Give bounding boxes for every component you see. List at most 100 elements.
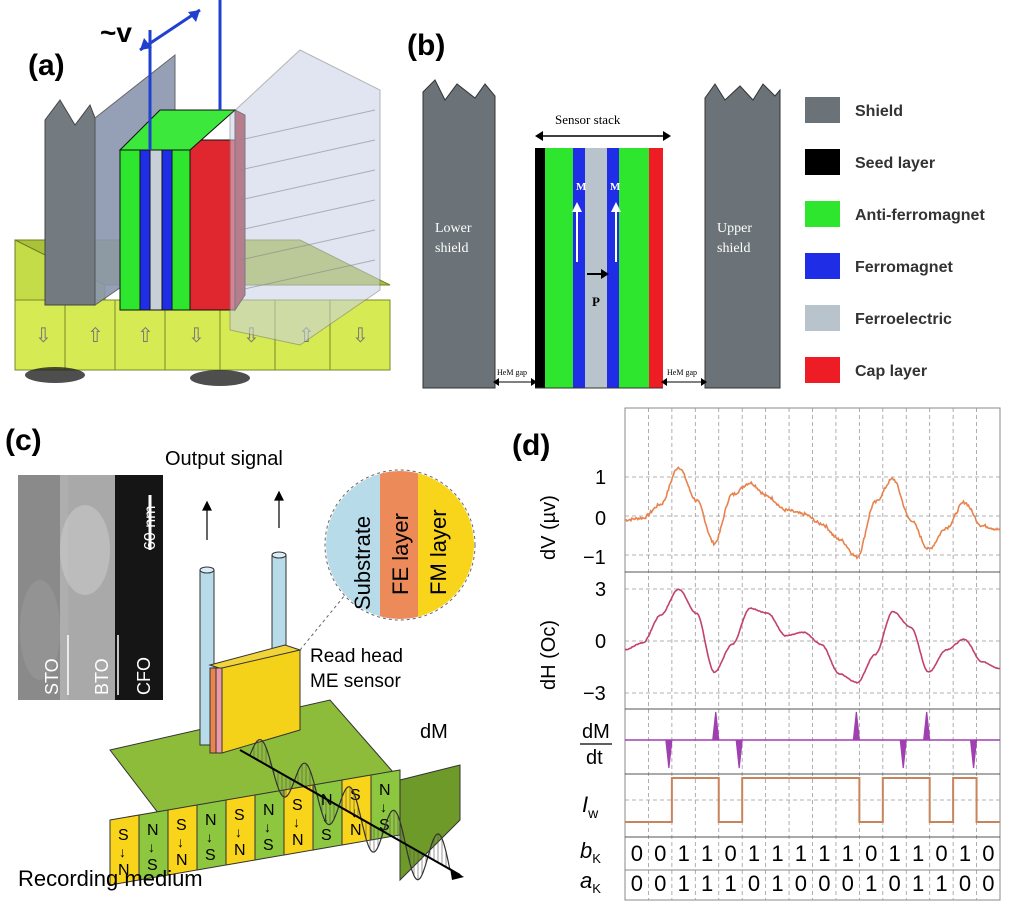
recording-medium-label: Recording medium — [18, 866, 203, 891]
upper-shield-icon — [704, 83, 781, 389]
ak-bit: 0 — [654, 871, 666, 896]
legend-label: Anti-ferromagnet — [855, 207, 985, 224]
bit-arrow: ↓ — [264, 819, 271, 835]
dv-tick-0: 0 — [595, 508, 606, 530]
tem-cfo: CFO — [134, 657, 154, 695]
bit-pole-top: N — [379, 782, 391, 799]
panel-b: (b) Lower shield Upper shield M M P — [395, 0, 1024, 400]
lower-shield-label-1: Lower — [435, 221, 472, 236]
bk-bit: 1 — [959, 841, 971, 866]
gap-label-left: HeM gap — [497, 368, 527, 377]
bit-pole-bottom: N — [176, 852, 188, 869]
legend-swatch — [805, 201, 840, 227]
right-shield-icon — [229, 49, 381, 346]
bk-bit: 0 — [724, 841, 736, 866]
p-label: P — [592, 294, 600, 309]
m-label-left: M — [576, 181, 587, 193]
bit-pole-bottom: N — [234, 842, 246, 859]
bk-bit: 1 — [818, 841, 830, 866]
ak-bit: 0 — [959, 871, 971, 896]
bit-pole-bottom: S — [263, 837, 274, 854]
bit-pole-top: S — [234, 807, 245, 824]
dmdt-spike — [923, 711, 931, 741]
dv-axis-label: dV (µv) — [538, 495, 560, 560]
bk-bit: 1 — [889, 841, 901, 866]
ak-bit: 0 — [982, 871, 994, 896]
bit-pole-bottom: S — [379, 817, 390, 834]
gap-label-right: HeM gap — [667, 368, 697, 377]
dv-tick-m1: −1 — [583, 547, 606, 569]
read-head — [199, 551, 302, 754]
bit-pole-bottom: S — [205, 847, 216, 864]
legend-swatch — [805, 253, 840, 279]
dmdt-den: dt — [586, 747, 603, 769]
scale-bar-label: 60 nm — [142, 506, 159, 550]
iw-trace — [625, 777, 1000, 823]
bit-pole-top: S — [176, 817, 187, 834]
dh-trace — [624, 588, 1001, 684]
bit-pole-top: N — [263, 802, 275, 819]
dmdt-spike — [899, 739, 907, 769]
lower-shield-label-2: shield — [435, 241, 468, 256]
bit-arrow: ↓ — [119, 844, 126, 860]
bk-bit: 1 — [771, 841, 783, 866]
bk-bit: 0 — [935, 841, 947, 866]
dh-tick-3: 3 — [595, 579, 606, 601]
voltage-label: ~v — [100, 17, 132, 48]
svg-text:⇩: ⇩ — [35, 325, 52, 347]
legend-label: Seed layer — [855, 155, 935, 172]
bk-bit: 0 — [631, 841, 643, 866]
inset-substrate: Substrate — [350, 516, 375, 610]
bit-pole-top: N — [321, 792, 333, 809]
bit-arrow: ↓ — [322, 809, 329, 825]
tem-bto: BTO — [92, 658, 112, 695]
dmdt-spike — [852, 711, 860, 741]
bk-bit: 1 — [912, 841, 924, 866]
iw-label: Iw — [582, 792, 599, 821]
ak-label: aK — [580, 868, 601, 896]
panel-b-drawing: (b) Lower shield Upper shield M M P — [407, 29, 985, 389]
sensor-stack-label: Sensor stack — [555, 112, 621, 127]
ak-bit: 1 — [701, 871, 713, 896]
dm-wave-curve — [249, 738, 451, 881]
dv-tick-1: 1 — [595, 467, 606, 489]
bit-arrow: ↓ — [177, 834, 184, 850]
bit-pole-bottom: N — [118, 862, 130, 879]
bit-pole-bottom: S — [321, 827, 332, 844]
panel-d-chart: (d) dV (µv) dH (Oc) 1 0 −1 3 0 −3 dM dt … — [512, 407, 1001, 901]
dmdt-spike — [665, 739, 673, 769]
tem-sto: STO — [42, 658, 62, 695]
ak-bit: 1 — [724, 871, 736, 896]
medium-bit — [370, 769, 401, 841]
legend-swatch — [805, 357, 840, 383]
panel-a-drawing: ⇩⇧ ⇧⇩ ⇩⇧ ⇩ (a) ~v — [14, 0, 391, 386]
ak-bit: 0 — [889, 871, 901, 896]
recording-medium: S↓NN↓SS↓NN↓SS↓NN↓SS↓NN↓SS↓NN↓S — [109, 699, 461, 886]
inset-fe-layer: FE layer — [388, 513, 413, 595]
legend-swatch — [805, 149, 840, 175]
ak-bit: 1 — [912, 871, 924, 896]
ak-bit: 1 — [865, 871, 877, 896]
dmdt-spike — [712, 711, 720, 741]
panel-a: ⇩⇧ ⇧⇩ ⇩⇧ ⇩ (a) ~v — [0, 0, 395, 400]
ak-bit: 0 — [842, 871, 854, 896]
bit-pole-bottom: S — [147, 857, 158, 874]
dm-axis-arrow — [239, 749, 461, 876]
bit-arrow: ↓ — [206, 829, 213, 845]
bk-bit: 0 — [654, 841, 666, 866]
svg-text:⇧: ⇧ — [87, 325, 104, 347]
legend-swatch — [805, 97, 840, 123]
svg-text:⇩: ⇩ — [352, 325, 369, 347]
panel-a-label: (a) — [28, 49, 65, 82]
bit-pole-top: N — [147, 822, 159, 839]
dmdt-spike — [735, 739, 743, 769]
dv-trace — [624, 466, 1001, 560]
svg-text:⇩: ⇩ — [188, 325, 205, 347]
dm-label: dM — [420, 721, 448, 743]
bit-pole-top: N — [205, 812, 217, 829]
bit-arrow: ↓ — [351, 804, 358, 820]
left-shield-icon — [44, 99, 96, 306]
tem-image: 60 nm STO BTO CFO — [18, 475, 163, 700]
bit-pole-bottom: N — [350, 822, 362, 839]
